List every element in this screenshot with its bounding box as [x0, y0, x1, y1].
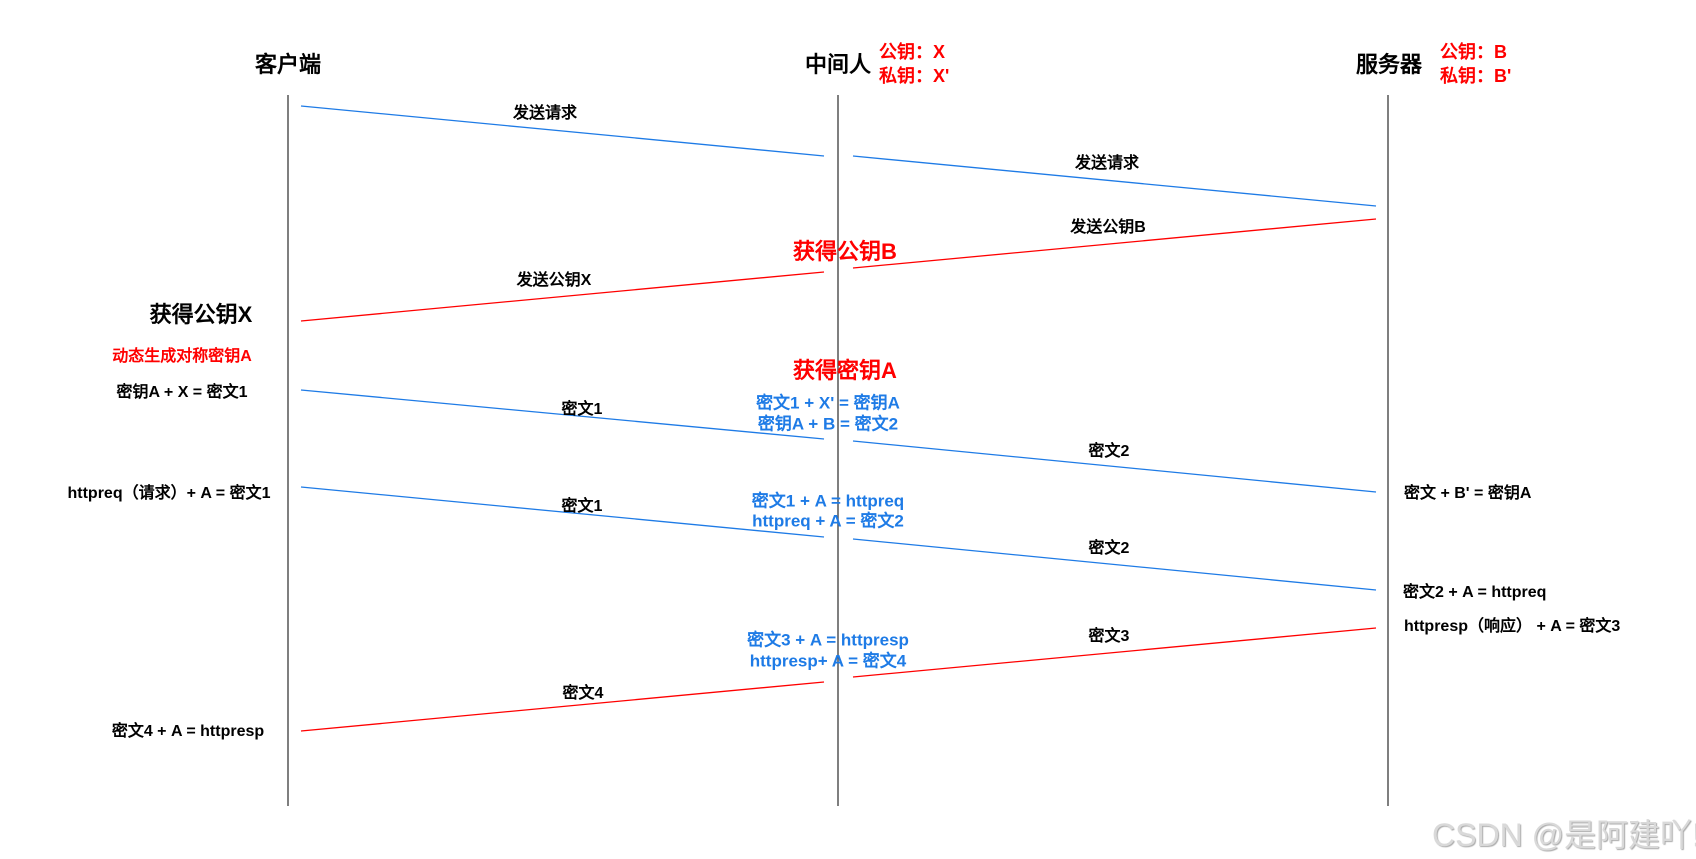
message-label: 密文2 — [1088, 540, 1130, 557]
note-mitm-enc2: httpreq + A = 密文2 — [752, 511, 904, 531]
actor-server: 服务器 — [1355, 52, 1423, 77]
mitm-public-key: 公钥：X — [879, 42, 946, 62]
message-label: 发送请求 — [1074, 155, 1140, 172]
note-client-req: httpreq（请求）+ A = 密文1 — [67, 485, 271, 502]
note-mitm-got-a: 获得密钥A — [793, 358, 897, 383]
note-server-dec-a: 密文 + B' = 密钥A — [1404, 485, 1532, 502]
message-label: 密文2 — [1088, 443, 1130, 460]
message-line — [300, 486, 825, 538]
message-line — [300, 105, 825, 157]
server-public-key: 公钥：B — [1440, 42, 1507, 62]
message-label: 发送公钥X — [516, 272, 592, 289]
message-line — [852, 440, 1377, 493]
message-line — [852, 218, 1377, 269]
watermark: CSDN @是阿建吖! — [1432, 817, 1696, 853]
message-line — [300, 271, 825, 322]
note-client-got-x: 获得公钥X — [149, 302, 253, 327]
note-mitm-enc3: httpresp+ A = 密文4 — [749, 651, 907, 671]
mitm-private-key: 私钥：X' — [879, 66, 950, 86]
message-line — [300, 681, 825, 732]
message-label: 密文1 — [561, 401, 603, 418]
actor-client: 客户端 — [254, 52, 322, 77]
message-label: 密文4 — [562, 685, 604, 702]
message-label: 发送公钥B — [1070, 219, 1146, 236]
message-line — [300, 389, 825, 440]
note-client-gen-a: 动态生成对称密钥A — [112, 348, 252, 365]
note-server-dec-req: 密文2 + A = httpreq — [1403, 584, 1547, 601]
message-line — [852, 627, 1377, 678]
server-private-key: 私钥：B' — [1440, 66, 1512, 86]
note-client-dec: 密文4 + A = httpresp — [111, 723, 265, 740]
note-client-enc-a: 密钥A + X = 密文1 — [116, 384, 248, 401]
note-mitm-enc1: 密钥A + B = 密文2 — [757, 414, 899, 434]
message-label: 发送请求 — [512, 105, 578, 122]
note-mitm-got-b: 获得公钥B — [793, 239, 897, 264]
message-line — [852, 538, 1377, 591]
actor-mitm: 中间人 — [804, 52, 872, 77]
note-server-resp: httpresp（响应） + A = 密文3 — [1404, 618, 1621, 635]
note-mitm-dec1: 密文1 + X' = 密钥A — [756, 393, 900, 413]
message-label: 密文3 — [1088, 628, 1130, 645]
message-line — [852, 155, 1377, 207]
note-mitm-dec3: 密文3 + A = httpresp — [747, 630, 909, 650]
message-label: 密文1 — [561, 498, 603, 515]
note-mitm-dec2: 密文1 + A = httpreq — [751, 491, 905, 511]
